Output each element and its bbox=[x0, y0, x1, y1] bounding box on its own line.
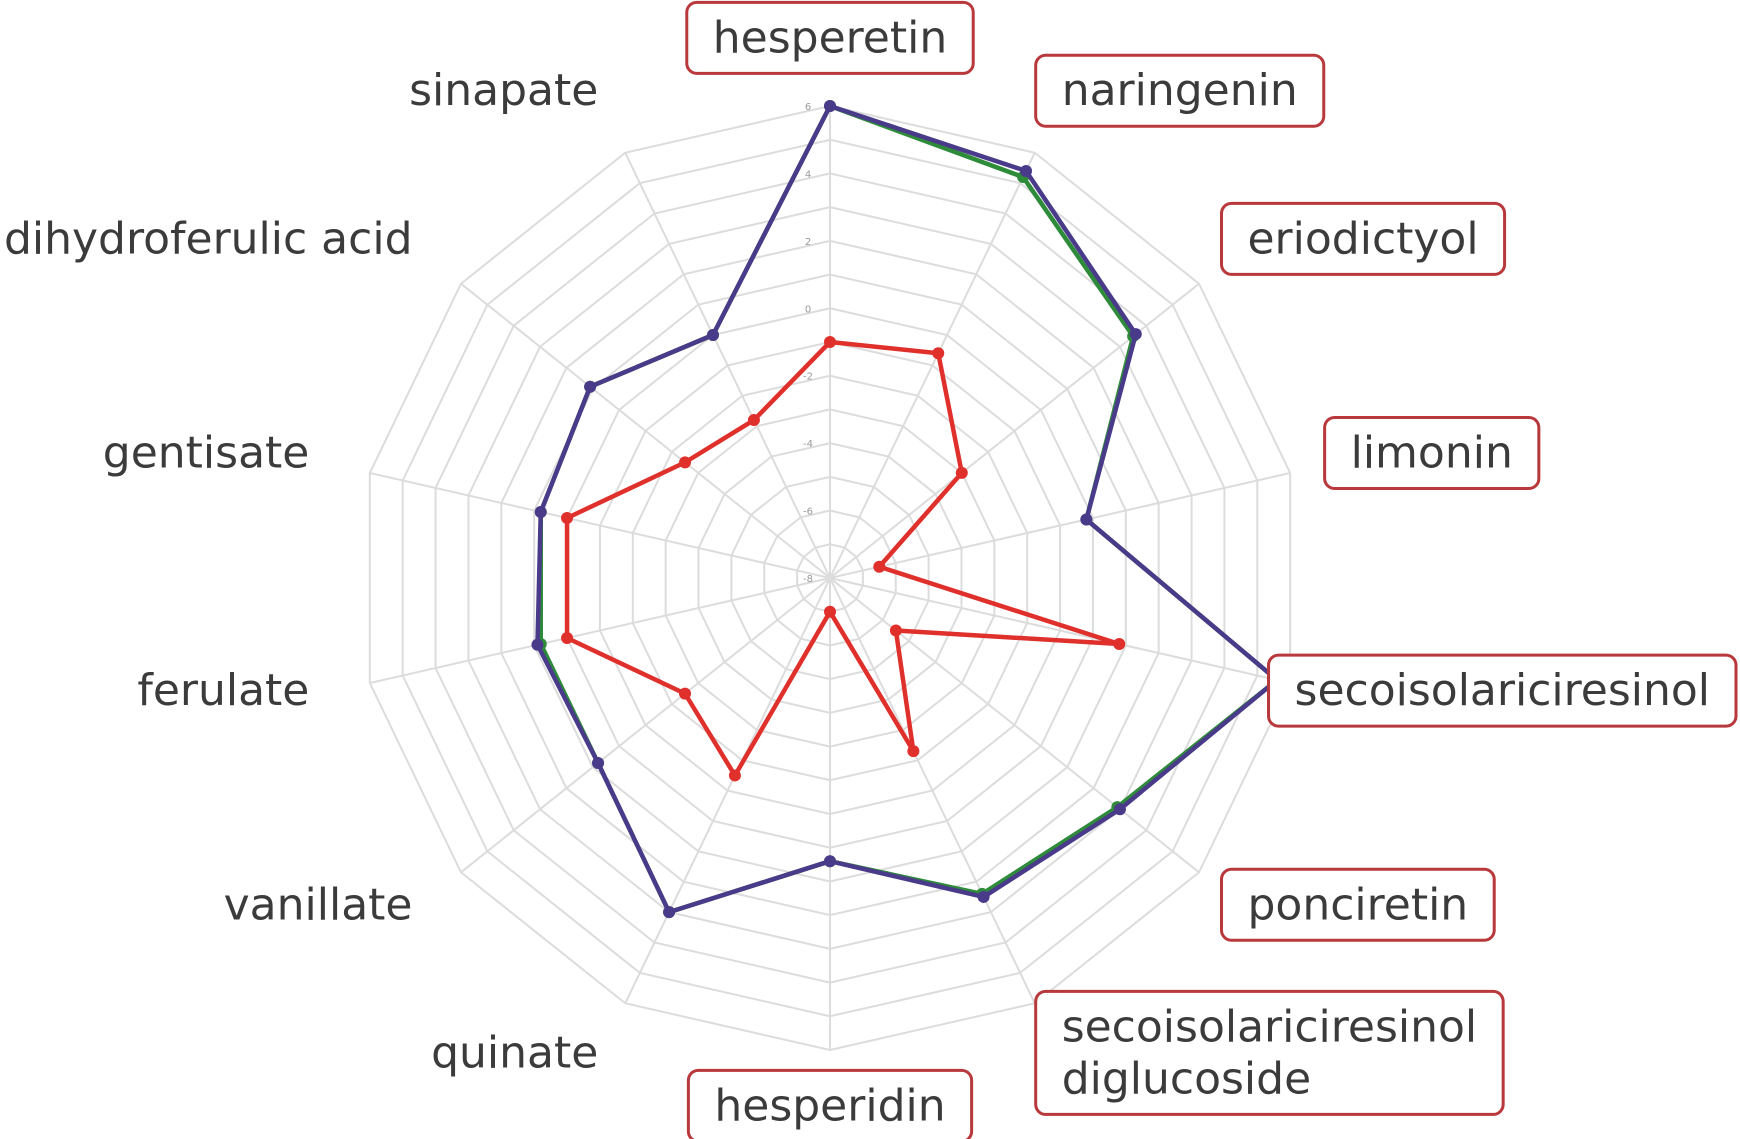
label-gentisate: gentisate bbox=[103, 427, 310, 478]
spoke-secoisolariciresinol bbox=[829, 577, 1291, 685]
label-box bbox=[1034, 989, 1505, 1116]
category-label-text: ferulate bbox=[137, 665, 309, 716]
label-dihydroferulic-acid: dihydroferulic acid bbox=[4, 213, 413, 264]
label-box bbox=[1267, 653, 1738, 728]
spoke-gentisate bbox=[369, 471, 831, 579]
label-sinapate: sinapate bbox=[409, 65, 598, 116]
radial-tick-labels: 6 4 2 0 -2 -4 -6 -8 bbox=[803, 102, 813, 585]
data-point-limonin bbox=[873, 560, 886, 573]
data-point-sinapate bbox=[747, 414, 760, 427]
data-point-eriodictyol bbox=[955, 466, 968, 479]
data-point-gentisate bbox=[534, 505, 547, 518]
data-point-ponciretin bbox=[1113, 803, 1126, 816]
category-labels: hesperetin naringenin eriodictyol limonin se… bbox=[4, 0, 1738, 1139]
data-point-sinapate bbox=[706, 328, 719, 341]
series-2 bbox=[531, 100, 1284, 919]
spoke-ferulate bbox=[369, 577, 831, 685]
radial-tick-label: 6 bbox=[805, 102, 811, 113]
data-point-hesperidin bbox=[824, 855, 836, 868]
label-hesperetin: hesperetin bbox=[685, 0, 975, 75]
series-3 bbox=[561, 336, 1126, 782]
label-ponciretin: ponciretin bbox=[1219, 867, 1496, 942]
spoke-dihydroferulic-acid bbox=[460, 282, 831, 579]
category-label-text: dihydroferulic acid bbox=[4, 213, 413, 264]
radial-tick-label: -8 bbox=[803, 574, 813, 585]
category-label-text: hesperidin bbox=[714, 1080, 945, 1131]
spoke-limonin bbox=[829, 471, 1291, 579]
series-line bbox=[538, 103, 1280, 915]
data-point-hesperidin bbox=[824, 605, 836, 618]
data-point-secoisolariciresinol-diglucoside bbox=[907, 745, 920, 758]
category-label-text: quinate bbox=[431, 1027, 598, 1078]
spoke-sinapate bbox=[624, 152, 831, 579]
category-label-text: naringenin bbox=[1062, 65, 1298, 116]
label-box bbox=[1219, 867, 1496, 942]
radial-tick-label: -2 bbox=[803, 372, 813, 383]
label-ferulate: ferulate bbox=[137, 665, 309, 716]
label-eriodictyol: eriodictyol bbox=[1219, 201, 1507, 276]
spoke-quinate bbox=[624, 577, 831, 1004]
category-label-text: gentisate bbox=[103, 427, 310, 478]
spoke-naringenin bbox=[829, 152, 1036, 579]
radial-tick-label: 0 bbox=[805, 304, 811, 315]
category-label-text: secoisolariciresinol bbox=[1295, 665, 1710, 716]
radial-tick-label: 2 bbox=[805, 237, 811, 248]
spoke-vanillate bbox=[460, 577, 831, 874]
data-point-ponciretin bbox=[889, 624, 902, 637]
spoke-secoisolariciresinol-diglucoside bbox=[829, 577, 1036, 1004]
label-limonin: limonin bbox=[1323, 415, 1541, 490]
category-label-text: limonin bbox=[1351, 427, 1513, 478]
data-point-limonin bbox=[1080, 513, 1093, 526]
data-point-dihydroferulic-acid bbox=[584, 380, 597, 393]
data-point-secoisolariciresinol bbox=[1113, 638, 1126, 651]
data-point-secoisolariciresinol-diglucoside bbox=[977, 890, 990, 903]
label-box bbox=[1219, 201, 1507, 276]
data-point-naringenin bbox=[932, 347, 945, 360]
radial-tick-label: -6 bbox=[803, 507, 813, 518]
category-label-text: secoisolariciresinol bbox=[1062, 1001, 1477, 1052]
data-point-ferulate bbox=[561, 632, 574, 645]
data-point-naringenin bbox=[1020, 164, 1033, 177]
label-box bbox=[685, 0, 975, 75]
category-label-text: diglucoside bbox=[1062, 1053, 1311, 1104]
data-point-quinate bbox=[728, 769, 741, 782]
category-label-text: eriodictyol bbox=[1247, 213, 1478, 264]
label-quinate: quinate bbox=[431, 1027, 598, 1078]
series-layer bbox=[531, 100, 1284, 919]
data-point-hesperetin bbox=[824, 336, 836, 348]
radar-grid bbox=[368, 104, 1292, 1052]
data-point-hesperetin bbox=[824, 100, 836, 112]
data-point-eriodictyol bbox=[1129, 328, 1142, 341]
category-label-text: hesperetin bbox=[713, 12, 947, 63]
label-box bbox=[1034, 53, 1326, 128]
category-label-text: ponciretin bbox=[1247, 879, 1468, 930]
data-point-vanillate bbox=[592, 756, 605, 769]
data-point-vanillate bbox=[679, 687, 692, 700]
label-box bbox=[686, 1068, 974, 1139]
spoke-eriodictyol bbox=[829, 282, 1200, 579]
label-vanillate: vanillate bbox=[224, 879, 413, 930]
label-hesperidin: hesperidin bbox=[686, 1068, 974, 1139]
category-label-text: sinapate bbox=[409, 65, 598, 116]
label-naringenin: naringenin bbox=[1034, 53, 1326, 128]
data-point-gentisate bbox=[561, 511, 574, 524]
label-box bbox=[1323, 415, 1541, 490]
radial-tick-label: 4 bbox=[805, 169, 811, 180]
label-secoisolariciresinol: secoisolariciresinol bbox=[1267, 653, 1738, 728]
data-point-dihydroferulic-acid bbox=[679, 456, 692, 469]
data-point-quinate bbox=[663, 906, 676, 919]
radial-tick-label: -4 bbox=[803, 439, 813, 450]
spoke-ponciretin bbox=[829, 577, 1200, 874]
data-point-ferulate bbox=[531, 638, 544, 651]
category-label-text: vanillate bbox=[224, 879, 413, 930]
